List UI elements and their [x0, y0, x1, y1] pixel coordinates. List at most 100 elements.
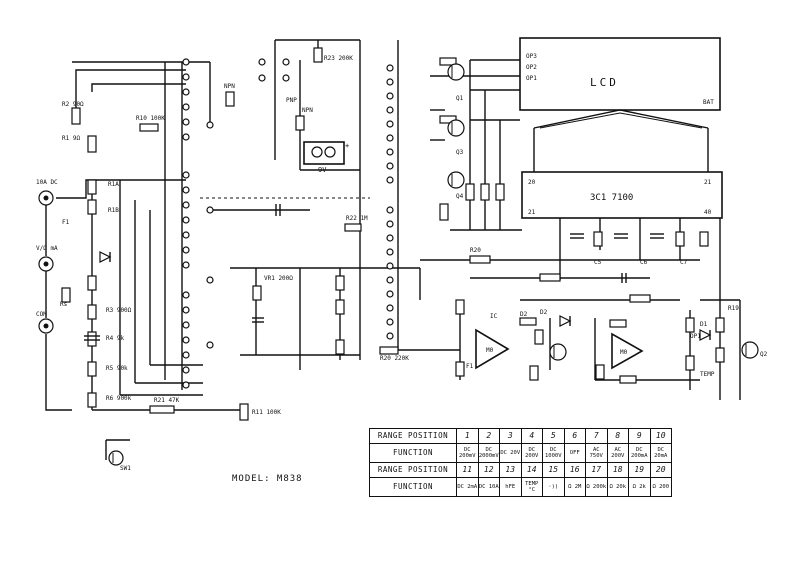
svg-text:VR1 200Ω: VR1 200Ω	[264, 275, 293, 282]
svg-text:R2 90Ω: R2 90Ω	[62, 101, 84, 108]
lcd-module: LCD OP3 OP2 OP1 BAT	[519, 37, 721, 172]
switch-contacts-left	[182, 58, 214, 389]
svg-text:R5 90k: R5 90k	[106, 365, 128, 372]
range-position-cell: 17	[585, 461, 608, 478]
op-amps: M0 M0	[475, 328, 644, 370]
svg-text:R3 900Ω: R3 900Ω	[106, 307, 132, 314]
row-header: RANGE POSITION	[369, 461, 457, 478]
function-cell: DC 20mA	[649, 442, 672, 463]
svg-text:D2: D2	[540, 309, 548, 316]
svg-text:NPN: NPN	[302, 107, 313, 114]
svg-text:Q3: Q3	[456, 149, 464, 156]
svg-text:40: 40	[704, 209, 712, 216]
svg-text:R1B: R1B	[108, 207, 119, 214]
row-header: FUNCTION	[369, 476, 457, 498]
ic-label: 3C1 7100	[590, 193, 633, 203]
svg-text:OP3: OP3	[526, 53, 537, 60]
svg-text:R23 200K: R23 200K	[324, 55, 353, 62]
svg-text:OP1: OP1	[526, 75, 537, 82]
range-position-cell: 1	[456, 428, 479, 444]
row-header: FUNCTION	[369, 442, 457, 463]
range-position-cell: 6	[563, 428, 586, 444]
svg-text:D2: D2	[520, 311, 528, 318]
function-cell: OFF	[563, 442, 586, 463]
svg-text:Q1: Q1	[456, 95, 464, 102]
range-position-cell: 10	[649, 428, 672, 444]
wiring	[45, 39, 741, 460]
function-cell: DC 200mA	[628, 442, 651, 463]
range-position-cell: 14	[520, 461, 543, 478]
svg-text:OP2: OP2	[526, 64, 537, 71]
function-cell: DC 20V	[499, 442, 522, 463]
range-position-cell: 20	[649, 461, 672, 478]
svg-text:21: 21	[704, 179, 712, 186]
row-header: RANGE POSITION	[369, 428, 457, 444]
svg-text:R10 100K: R10 100K	[136, 115, 165, 122]
diodes	[99, 251, 712, 341]
svg-text:F1: F1	[62, 219, 70, 226]
function-cell: DC 200mV	[456, 442, 479, 463]
svg-text:R1A: R1A	[108, 181, 119, 188]
svg-text:R6 900k: R6 900k	[106, 395, 132, 402]
range-position-cell: 2	[477, 428, 500, 444]
bat-label: BAT	[703, 99, 714, 106]
transistors	[108, 63, 759, 466]
svg-text:IC: IC	[490, 313, 498, 320]
svg-text:R20: R20	[470, 247, 481, 254]
switch-contacts-right	[258, 58, 394, 340]
function-cell: DC 1000V	[542, 442, 565, 463]
svg-text:R11 100K: R11 100K	[252, 409, 281, 416]
model-label: MODEL: M838	[232, 474, 303, 484]
function-cell: Ω 2M	[563, 476, 586, 498]
terminal-10a: 10A DC	[36, 179, 58, 186]
function-cell: DC 2mA	[456, 476, 479, 498]
svg-text:21: 21	[528, 209, 536, 216]
range-position-cell: 8	[606, 428, 629, 444]
function-cell: AC 200V	[606, 442, 629, 463]
range-position-cell: 16	[563, 461, 586, 478]
svg-text:C7: C7	[680, 259, 688, 266]
svg-text:F1: F1	[466, 363, 474, 370]
svg-text:20: 20	[528, 179, 536, 186]
svg-text:R21 47K: R21 47K	[154, 397, 180, 404]
range-position-cell: 7	[585, 428, 608, 444]
range-position-cell: 11	[456, 461, 479, 478]
function-cell: Ω 20k	[606, 476, 629, 498]
svg-text:D1: D1	[700, 321, 708, 328]
function-cell: Ω 200	[649, 476, 672, 498]
component-labels: R2 90Ω R1 9Ω F1 R1A R1B Rs R3 900Ω R4 9k…	[60, 55, 768, 472]
svg-text:Rs: Rs	[60, 301, 68, 308]
svg-text:Q4: Q4	[456, 193, 464, 200]
svg-text:R19: R19	[728, 305, 739, 312]
svg-text:+: +	[345, 142, 349, 150]
svg-text:SW1: SW1	[120, 465, 131, 472]
function-cell: AC 750V	[585, 442, 608, 463]
svg-text:Q2: Q2	[760, 351, 768, 358]
function-cell: ·))	[542, 476, 565, 498]
lcd-label: LCD	[590, 76, 619, 89]
range-position-cell: 13	[499, 461, 522, 478]
svg-text:R4 9k: R4 9k	[106, 335, 124, 342]
range-position-cell: 18	[606, 461, 629, 478]
resistors	[61, 47, 725, 421]
function-cell: TEMP °C	[520, 476, 543, 498]
battery: 9V +	[303, 141, 349, 174]
range-position-cell: 19	[628, 461, 651, 478]
function-cell: DC 200V	[520, 442, 543, 463]
svg-text:R1 9Ω: R1 9Ω	[62, 135, 80, 142]
svg-text:M0: M0	[620, 349, 628, 356]
terminal-com: COM	[36, 311, 47, 318]
ic-7106: 3C1 7100 20 21 21 40	[521, 171, 723, 219]
range-position-cell: 4	[520, 428, 543, 444]
function-cell: hFE	[499, 476, 522, 498]
svg-text:C5: C5	[594, 259, 602, 266]
svg-text:TEMP: TEMP	[700, 371, 715, 378]
range-position-cell: 3	[499, 428, 522, 444]
svg-text:R22 1M: R22 1M	[346, 215, 368, 222]
